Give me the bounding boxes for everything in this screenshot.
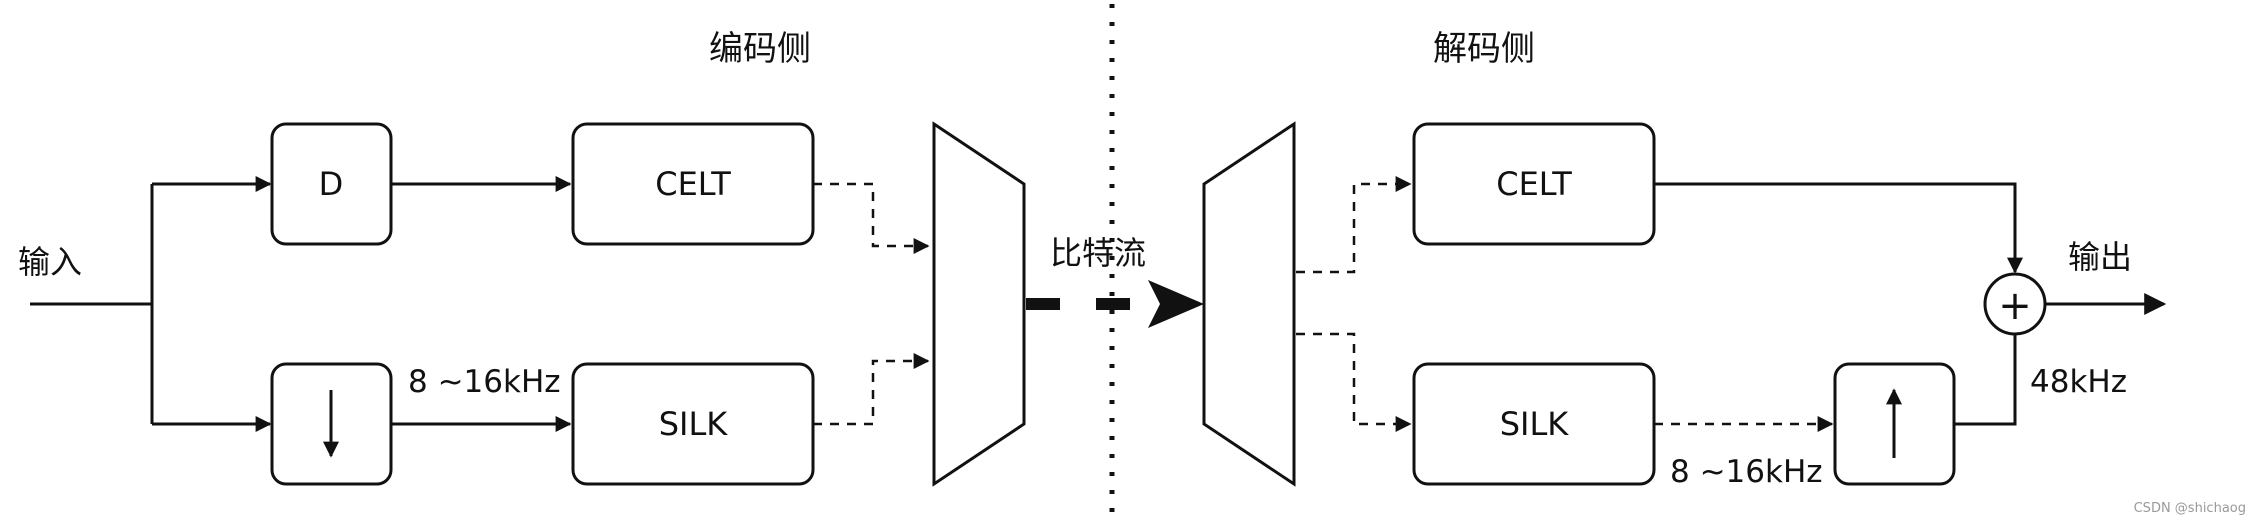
- encoder-celt-label: CELT: [655, 165, 731, 203]
- input-label: 输入: [18, 243, 82, 281]
- dashed-celt-to-mux: [813, 182, 930, 254]
- dashed-silk-to-mux: [813, 353, 930, 426]
- upsample-block: [1833, 362, 1956, 486]
- line-upsample-to-sum: [1954, 334, 2017, 426]
- encoder-celt-block: CELT: [571, 122, 815, 246]
- freq-label-encoder: 8 ~16kHz: [408, 364, 561, 400]
- delay-label: D: [319, 165, 344, 203]
- bitstream-label: 比特流: [1050, 234, 1146, 272]
- encoder-side-title: 编码侧: [709, 29, 811, 69]
- encoder-silk-block: SILK: [571, 362, 815, 486]
- decoder-silk-block: SILK: [1412, 362, 1656, 486]
- arrow-celt-to-sum: [1654, 182, 2023, 274]
- encoder-silk-label: SILK: [659, 405, 729, 443]
- encoder-mux: [932, 121, 1026, 487]
- decoder-silk-label: SILK: [1500, 405, 1570, 443]
- downsample-block: [270, 362, 393, 486]
- output-label: 输出: [2068, 238, 2132, 276]
- decoder-celt-block: CELT: [1412, 122, 1656, 246]
- dashed-demux-to-celt: [1296, 176, 1412, 274]
- freq-label-decoder: 8 ~16kHz: [1670, 454, 1823, 490]
- sum-node: +: [1983, 272, 2047, 336]
- delay-block: D: [270, 122, 393, 246]
- freq-label-output: 48kHz: [2030, 364, 2127, 400]
- bitstream-arrowhead: [1148, 280, 1204, 328]
- dashed-demux-to-silk: [1296, 332, 1412, 432]
- decoder-side-title: 解码侧: [1433, 29, 1535, 69]
- decoder-demux: [1202, 121, 1296, 487]
- watermark: CSDN @shichaog: [2134, 501, 2246, 516]
- decoder-celt-label: CELT: [1496, 165, 1572, 203]
- sum-symbol: +: [1998, 283, 2032, 329]
